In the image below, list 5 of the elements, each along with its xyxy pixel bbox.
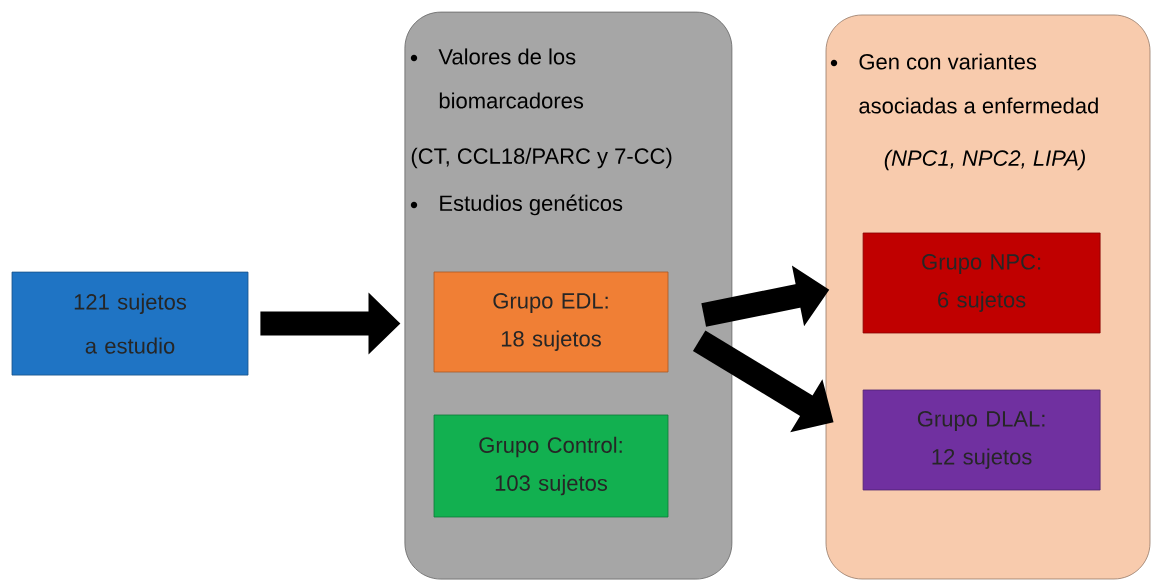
group-box: Grupo Control: 103 sujetos — [433, 414, 669, 518]
group-box: Grupo EDL: 18 sujetos — [433, 271, 669, 373]
group-box: Grupo DLAL: 12 sujetos — [862, 389, 1101, 491]
process-box: 121 sujetos a estudio — [11, 271, 249, 376]
group-box: Grupo NPC: 6 sujetos — [862, 232, 1101, 334]
